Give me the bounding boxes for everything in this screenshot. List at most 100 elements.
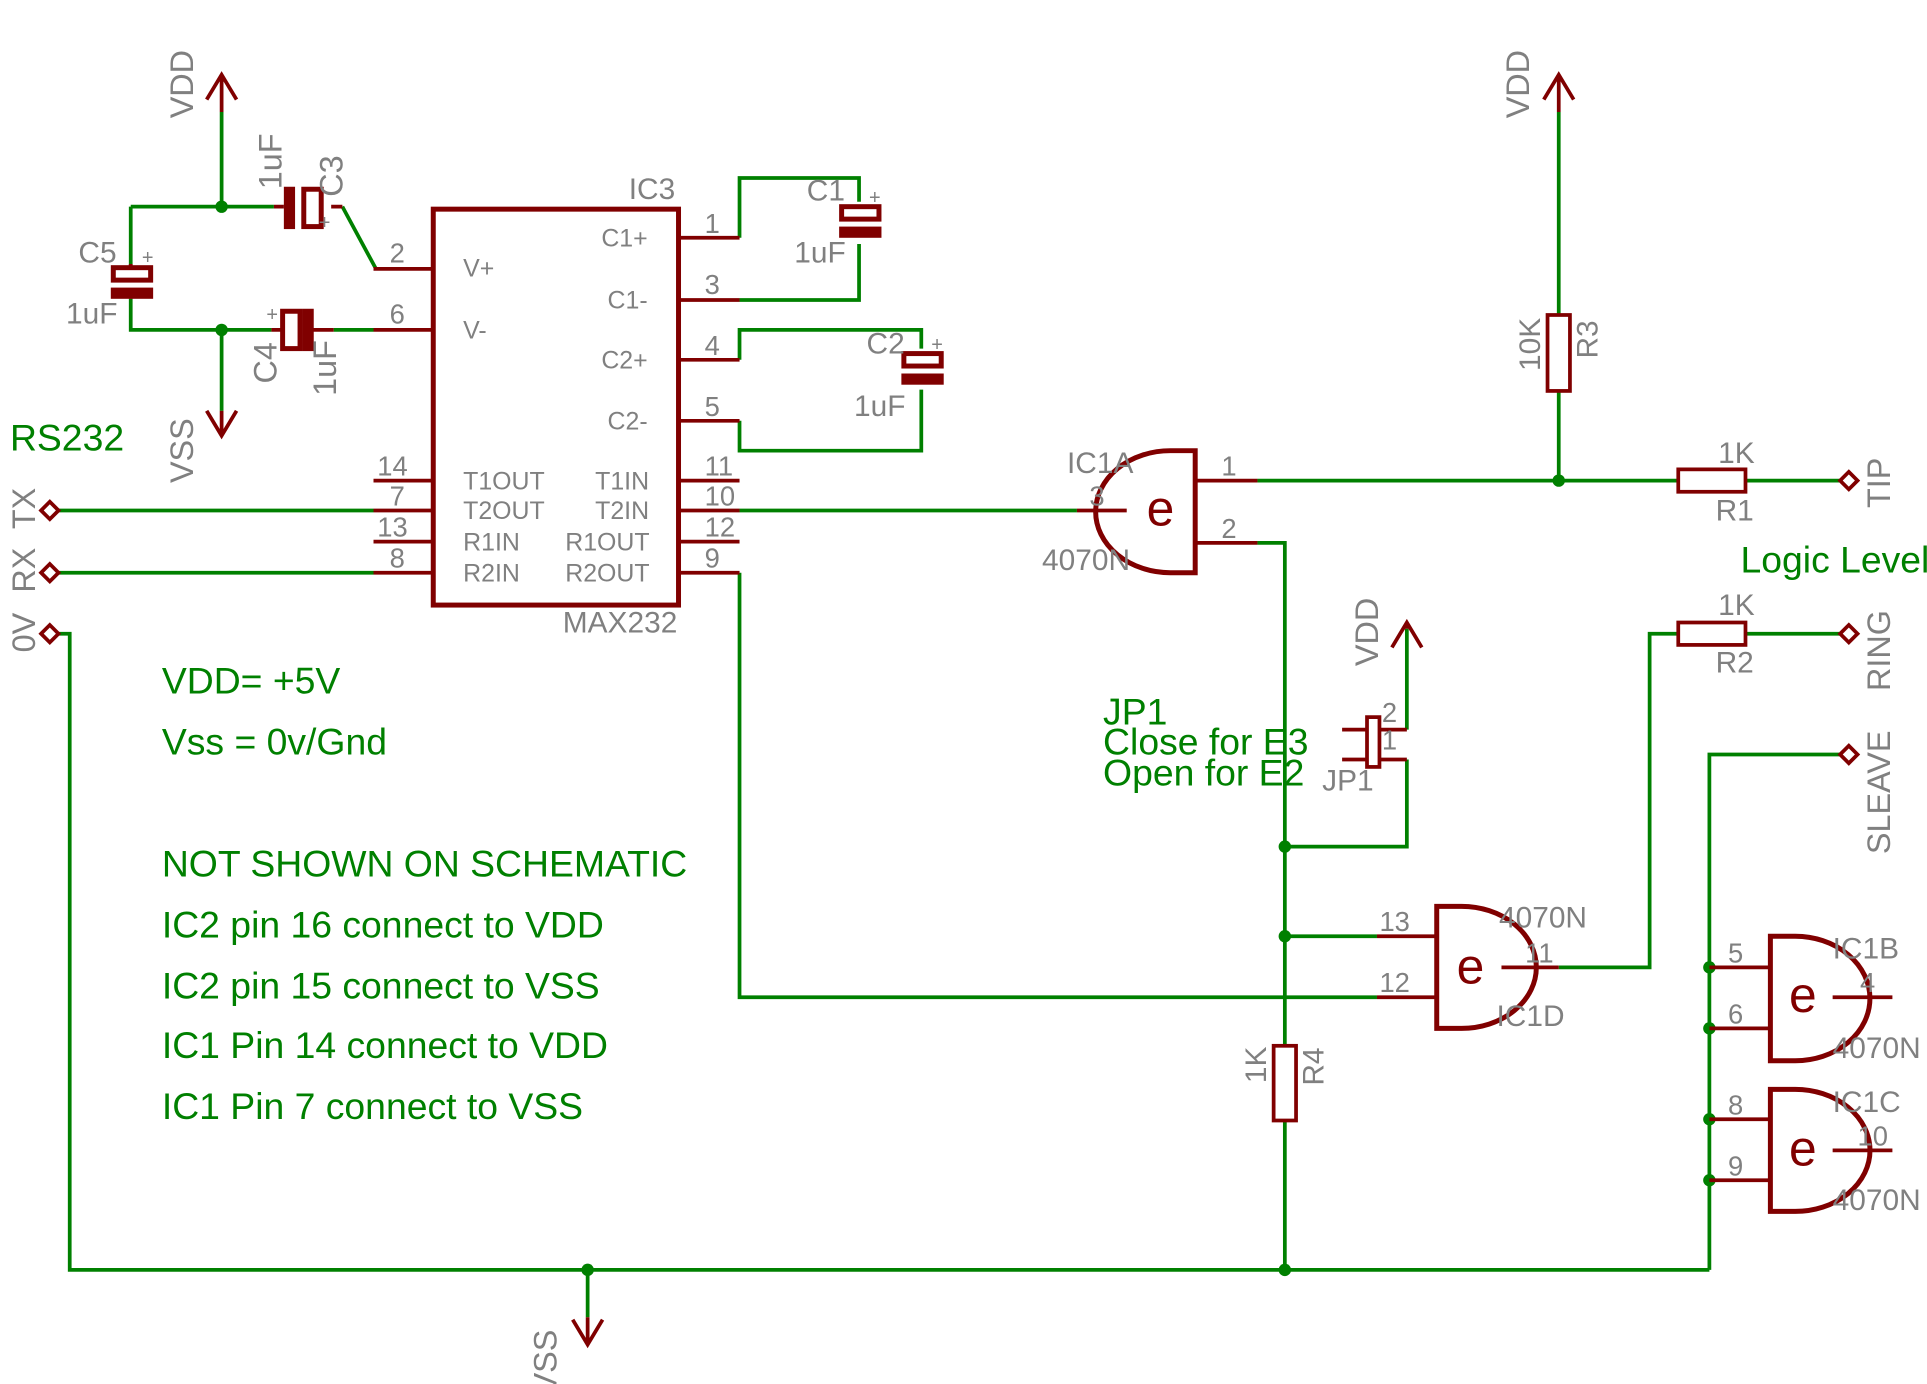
ic3-pin-name: R2OUT: [565, 559, 649, 587]
gate-ic1a: e IC1A 4070N 3 1 2: [1042, 447, 1258, 577]
ic3-pin-num: 8: [390, 543, 405, 574]
ic3-pin-name: C1-: [608, 287, 648, 315]
ic3-pin-name: T1IN: [595, 467, 649, 495]
svg-text:+: +: [266, 304, 278, 326]
ic1d-value: 4070N: [1499, 902, 1587, 935]
r3-ref: R3: [1571, 320, 1604, 358]
gate-symbol: e: [1457, 939, 1485, 995]
jp1-ref: JP1: [1322, 765, 1373, 798]
capacitor-c5: + C5 1uF: [66, 237, 154, 331]
note-line: Vss = 0v/Gnd: [162, 720, 387, 762]
ic3-pin-name: R1IN: [463, 528, 520, 556]
vdd-label: VDD: [1349, 598, 1385, 666]
vdd-label: VDD: [164, 50, 200, 118]
note-line: IC1 Pin 14 connect to VDD: [162, 1024, 608, 1066]
tip-label: TIP: [1861, 458, 1897, 508]
vss-label: VSS: [164, 418, 200, 483]
tx-label: TX: [6, 488, 42, 529]
zero-v-label: 0V: [6, 612, 42, 652]
svg-text:+: +: [142, 247, 154, 269]
gate-pin-num: 2: [1221, 513, 1236, 544]
ic3-body: [430, 206, 682, 608]
c3-ref: C3: [313, 155, 349, 196]
ring-label: RING: [1861, 610, 1897, 691]
c1-value: 1uF: [794, 237, 845, 270]
ic3-pin-num: 9: [705, 543, 720, 574]
connectors: TX RX 0V TIP RING SLEAVE: [6, 458, 1897, 854]
wires: [56, 112, 1841, 1318]
capacitor-c2: + C2 1uF: [854, 328, 944, 423]
junction-dot: [1552, 474, 1565, 487]
vss-symbol-ground: VSS: [528, 1317, 605, 1384]
junction-dot: [215, 200, 228, 213]
ic1b-value: 4070N: [1833, 1032, 1921, 1065]
ic3-pin-num: 3: [705, 269, 720, 300]
vss-symbol-c4: VSS: [164, 409, 239, 483]
vss-label: VSS: [528, 1330, 564, 1384]
svg-text:+: +: [869, 187, 881, 209]
junction-dot: [1278, 930, 1292, 943]
r3-value: 10K: [1514, 318, 1547, 371]
gate-symbol: e: [1789, 1120, 1817, 1176]
connector-tip: [1837, 469, 1861, 492]
r4-value: 1K: [1240, 1047, 1273, 1084]
r2-ref: R2: [1716, 646, 1754, 679]
ic3-pin-name: T2OUT: [463, 497, 545, 525]
capacitor-c1: + C1 1uF: [794, 174, 882, 270]
ic3-pin-name: C2+: [601, 347, 647, 375]
gate-pin-num: 8: [1728, 1089, 1743, 1120]
ic3-pin-num: 10: [705, 480, 735, 511]
junction-dot: [581, 1263, 594, 1277]
ic3-pin-num: 7: [390, 480, 405, 511]
r2-value: 1K: [1718, 589, 1755, 622]
svg-text:+: +: [319, 212, 331, 234]
ic3-pin-name: V-: [463, 317, 487, 345]
jp1-pin1: 1: [1382, 724, 1397, 755]
gate-ic1c: e IC1C 4070N 8 9 10: [1709, 1086, 1921, 1217]
gate-pin-num: 6: [1728, 998, 1743, 1029]
resistor-r3: 10K R3: [1514, 313, 1604, 393]
ic3-pin-num: 2: [390, 238, 405, 269]
junction-dot: [1278, 840, 1292, 853]
gate-pin-num: 10: [1858, 1120, 1888, 1151]
ic3-max232: IC3 MAX232 V+ V- T1OUT T2OUT R1IN R2IN 2…: [373, 173, 740, 639]
ic3-pin-num: 6: [390, 299, 405, 330]
vdd-label: VDD: [1500, 50, 1536, 118]
c3-value: 1uF: [252, 133, 288, 189]
resistor-r2: 1K R2: [1676, 589, 1755, 679]
c5-value: 1uF: [66, 298, 117, 331]
gate-pin-num: 3: [1089, 480, 1104, 511]
ic3-pin-name: T1OUT: [463, 467, 545, 495]
ic3-pin-name: C1+: [601, 225, 647, 253]
jumper-jp1: 2 1 JP1: [1322, 697, 1407, 798]
r1-ref: R1: [1716, 494, 1754, 527]
connector-rx: [38, 561, 62, 585]
r4-ref: R4: [1297, 1047, 1330, 1085]
c2-ref: C2: [867, 328, 905, 361]
vdd-symbol-c3: VDD: [164, 50, 239, 118]
ic3-pin-name: R1OUT: [565, 528, 649, 556]
gate-ic1d: e 4070N IC1D 13 12 11: [1376, 902, 1587, 1033]
ic1a-value: 4070N: [1042, 544, 1130, 577]
gate-pin-num: 13: [1379, 906, 1409, 937]
capacitor-c4: + C4 1uF: [247, 304, 343, 396]
ic3-pin-num: 12: [705, 512, 735, 543]
ic1d-ref: IC1D: [1496, 1000, 1564, 1033]
gate-ic1b: e IC1B 4070N 5 6 4: [1709, 933, 1921, 1065]
r1-value: 1K: [1718, 437, 1755, 470]
c4-value: 1uF: [307, 340, 343, 396]
resistor-r1: 1K R1: [1676, 437, 1755, 527]
ic3-pin-num: 1: [705, 208, 720, 239]
note-line: IC2 pin 15 connect to VSS: [162, 964, 600, 1006]
ic3-ref: IC3: [629, 173, 676, 206]
ic1b-ref: IC1B: [1833, 933, 1899, 966]
jp1-note: Open for E2: [1103, 752, 1304, 794]
vdd-symbol-r3: VDD: [1500, 50, 1576, 118]
ic3-pin-num: 4: [705, 330, 720, 361]
ic3-pin-num: 13: [377, 512, 407, 543]
gate-symbol: e: [1147, 480, 1175, 536]
ic1c-ref: IC1C: [1833, 1086, 1901, 1119]
gate-pin-num: 4: [1860, 967, 1875, 998]
vdd-symbol-jp1: VDD: [1349, 598, 1424, 666]
